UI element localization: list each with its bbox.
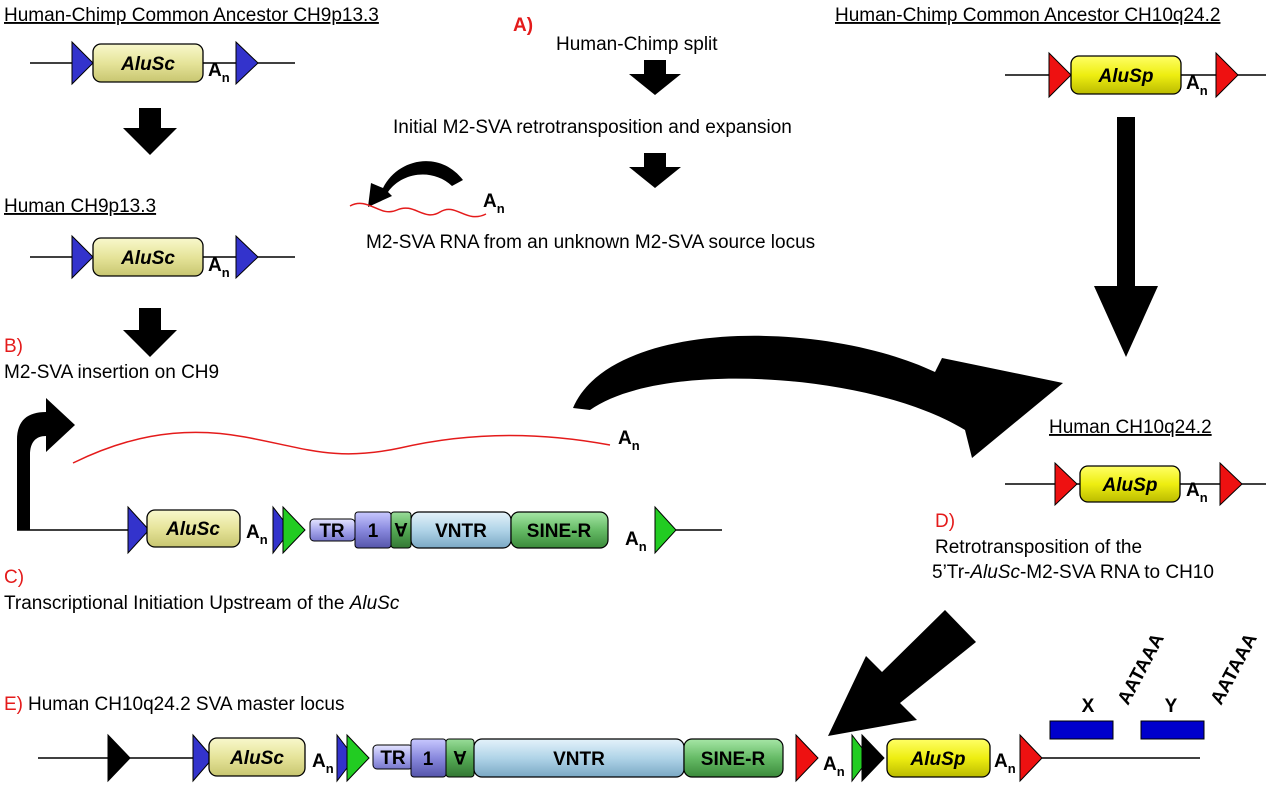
step-e-text: Human CH10q24.2 SVA master locus [28,694,344,715]
tsd-green [851,733,863,783]
step-c-label: C) [4,567,24,588]
tsd-black [861,733,885,783]
svg-text:AluSc: AluSc [165,519,220,540]
transcription-start-icon [17,398,75,530]
tsd-blue [336,733,348,783]
tsd-green [346,733,370,783]
step-a-expansion: Initial M2-SVA retrotransposition and ex… [393,117,792,138]
tsd-blue [71,40,94,86]
tsd-black [107,733,131,783]
site-y-bar [1140,720,1205,740]
polya-label: An [1186,73,1208,98]
arrow-down-icon [629,60,681,95]
heading-human-ch10: Human CH10q24.2 [1049,417,1212,438]
svg-text:AluSp: AluSp [910,749,966,770]
arrow-down-icon [1094,117,1158,357]
tsd-red [1019,733,1043,783]
svg-text:1: 1 [423,749,434,770]
tsd-blue [127,505,150,555]
tsd-blue [235,234,259,280]
svg-text:VNTR: VNTR [553,749,605,770]
step-b-label: B) [4,336,23,357]
tsd-red [795,733,819,783]
polya-label: An [994,751,1016,776]
siner-segment [510,511,609,549]
aataaa-y: AATAAA [1207,630,1262,708]
polya-label: An [208,255,230,280]
tsd-green [282,505,306,555]
arrow-down-icon [629,153,681,188]
step-a-split: Human-Chimp split [556,34,718,55]
polya-label: An [246,522,268,547]
heading-ancestor-ch10: Human-Chimp Common Ancestor CH10q24.2 [835,5,1220,26]
heading-human-ch9: Human CH9p13.3 [4,196,156,217]
step-b-text: M2-SVA insertion on CH9 [4,362,219,383]
tsd-blue [192,733,214,783]
polya-label: An [1186,480,1208,505]
tsd-blue [71,234,94,280]
alusp-element [1070,55,1182,95]
tsd-red [1054,461,1078,507]
aataaa-x: AATAAA [1114,630,1169,708]
tsd-blue [235,40,259,86]
step-a-label: A) [513,15,533,36]
tsd-red [1215,51,1239,99]
alusc-element [208,737,306,777]
alusp-element [1079,465,1181,503]
alusp-element [886,738,991,778]
polya-label: An [208,60,230,85]
svg-text:SINE-R: SINE-R [701,749,766,770]
site-y-label: Y [1165,696,1178,717]
heading-ancestor-ch9: Human-Chimp Common Ancestor CH9p13.3 [4,5,379,26]
tsd-blue [272,505,284,555]
svg-text:1: 1 [368,521,379,542]
arrow-down-icon [123,308,177,357]
svg-text:AluSp: AluSp [1098,66,1154,87]
step-c-text: Transcriptional Initiation Upstream of t… [4,593,400,614]
polya-label: An [625,529,647,554]
site-x-label: X [1082,696,1095,717]
polya-label: An [823,754,845,779]
svg-text:TR: TR [319,521,345,542]
tsd-red [1219,461,1243,507]
rna-wave [349,202,487,218]
rna-wave [72,431,611,464]
svg-text:AluSp: AluSp [1102,475,1158,496]
alusc-element [92,43,204,83]
svg-text:SINE-R: SINE-R [527,521,592,542]
step-a-rna: M2-SVA RNA from an unknown M2-SVA source… [366,232,815,253]
svg-text:AluSc: AluSc [120,54,175,75]
svg-text:AluSc: AluSc [120,248,175,269]
svg-text:A: A [453,746,467,767]
step-e-label: E) [4,694,23,715]
polya-label: An [312,751,334,776]
curved-arrow-icon [368,161,463,207]
svg-text:AluSc: AluSc [229,748,284,769]
step-d-text1: Retrotransposition of the [935,537,1142,558]
siner-segment [683,738,784,778]
svg-text:VNTR: VNTR [435,521,487,542]
arrow-down-icon [123,108,177,155]
step-d-label: D) [935,511,955,532]
polya-label: An [483,191,505,216]
svg-text:TR: TR [380,748,406,769]
alusc-element [92,237,204,277]
alusc-element [146,509,241,548]
tsd-green [654,505,677,555]
tsd-red [1048,51,1072,99]
step-d-text2: 5’Tr-AluSc-M2-SVA RNA to CH10 [932,562,1214,583]
site-x-bar [1049,720,1114,740]
svg-text:A: A [394,518,408,539]
arrow-down-icon [828,610,976,736]
curved-arrow-icon [573,335,1063,458]
polya-label: An [618,428,640,453]
